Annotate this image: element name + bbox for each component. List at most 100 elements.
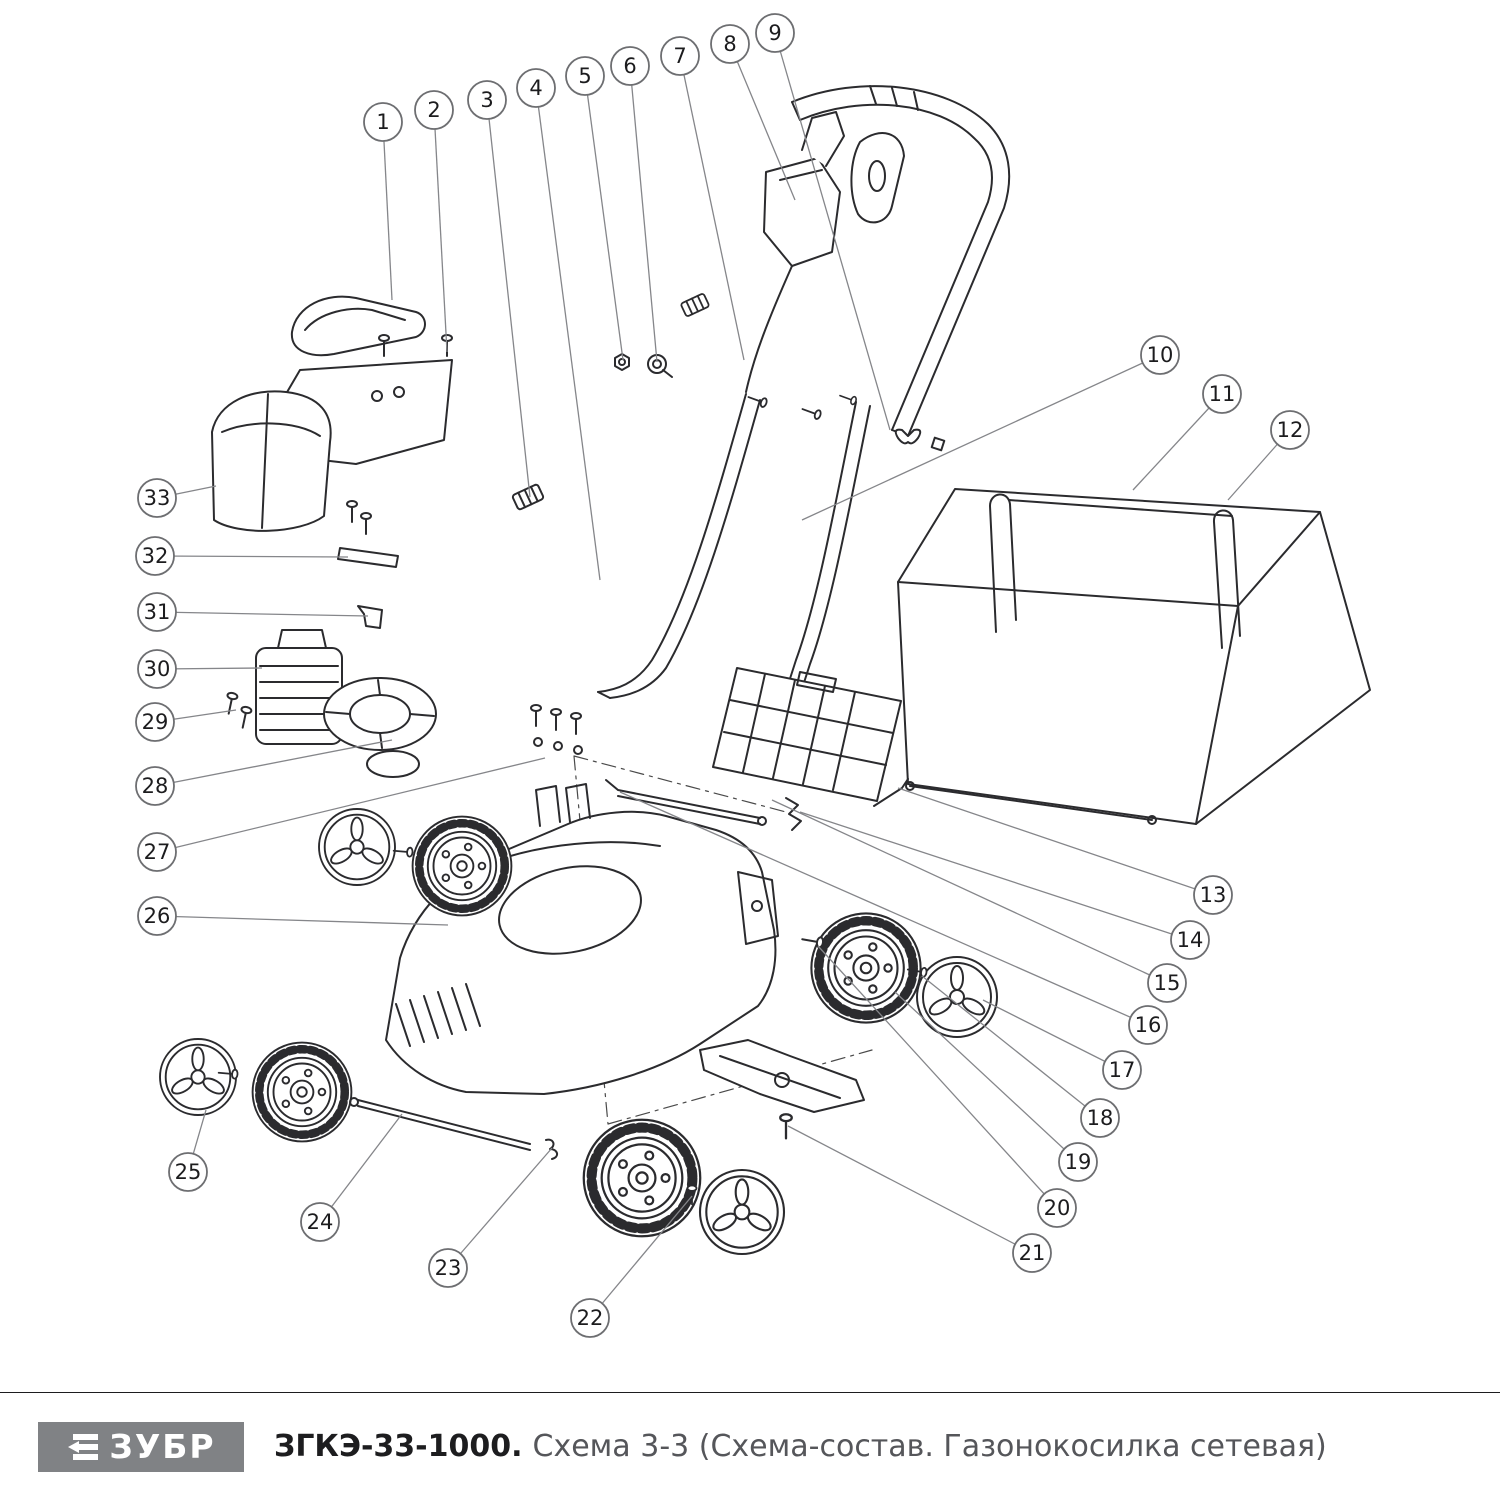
leader-line-2: [433, 109, 448, 353]
callout-33: 33: [137, 478, 177, 518]
callout-17: 17: [1102, 1050, 1142, 1090]
leader-line-27: [156, 757, 546, 853]
callout-number-11: 11: [1209, 382, 1236, 406]
callout-13: 13: [1193, 875, 1233, 915]
leader-line-10: [801, 354, 1161, 521]
leader-line-28: [154, 739, 393, 787]
callout-circle-19: [1058, 1142, 1098, 1182]
callout-22: 22: [570, 1298, 610, 1338]
leader-line-22: [589, 1195, 693, 1319]
motor-fan-assembly: [222, 629, 437, 778]
leader-line-24: [319, 1113, 403, 1223]
callout-number-18: 18: [1087, 1106, 1114, 1130]
leader-line-1: [382, 121, 393, 301]
callout-circle-33: [137, 478, 177, 518]
callout-leader-lines: [154, 32, 1291, 1319]
callout-circle-1: [363, 102, 403, 142]
callout-circle-23: [428, 1248, 468, 1288]
callout-number-21: 21: [1019, 1241, 1046, 1265]
callout-19: 19: [1058, 1142, 1098, 1182]
callout-number-22: 22: [577, 1306, 604, 1330]
leader-line-9: [774, 32, 891, 431]
model-number: ЗГКЭ-33-1000.: [274, 1429, 523, 1464]
callout-number-25: 25: [175, 1160, 202, 1184]
diagram-title: ЗГКЭ-33-1000. Схема 3-3 (Схема-состав. Га…: [274, 1429, 1327, 1464]
callout-number-17: 17: [1109, 1058, 1136, 1082]
leader-line-4: [535, 87, 601, 581]
leader-line-31: [156, 611, 369, 617]
callout-circle-3: [467, 80, 507, 120]
callout-circle-17: [1102, 1050, 1142, 1090]
callout-circle-21: [1012, 1233, 1052, 1273]
callout-circle-27: [137, 832, 177, 872]
callout-4: 4: [516, 68, 556, 108]
callout-number-8: 8: [723, 32, 736, 56]
callout-12: 12: [1270, 410, 1310, 450]
callout-circle-10: [1140, 335, 1180, 375]
leader-line-3: [486, 99, 531, 498]
callout-21: 21: [1012, 1233, 1052, 1273]
callout-16: 16: [1128, 1005, 1168, 1045]
callout-9: 9: [755, 13, 795, 53]
callout-number-20: 20: [1044, 1196, 1071, 1220]
callout-circle-26: [137, 896, 177, 936]
leader-line-8: [729, 43, 796, 201]
callout-circle-11: [1202, 374, 1242, 414]
callout-circle-20: [1037, 1188, 1077, 1228]
callout-circle-16: [1128, 1005, 1168, 1045]
leader-line-19: [894, 991, 1079, 1163]
callout-number-5: 5: [578, 64, 591, 88]
leader-line-21: [787, 1125, 1033, 1254]
callout-number-2: 2: [427, 98, 440, 122]
callout-number-19: 19: [1065, 1150, 1092, 1174]
callout-30: 30: [137, 649, 177, 689]
callout-number-4: 4: [529, 76, 542, 100]
callout-15: 15: [1147, 963, 1187, 1003]
callout-32: 32: [135, 536, 175, 576]
callout-number-14: 14: [1177, 928, 1204, 952]
callout-circle-32: [135, 536, 175, 576]
callout-circle-7: [660, 36, 700, 76]
leader-line-23: [447, 1147, 553, 1269]
callout-number-27: 27: [144, 840, 171, 864]
zubr-logo: ЗУБР: [38, 1421, 244, 1472]
callout-number-16: 16: [1135, 1013, 1162, 1037]
callout-8: 8: [710, 24, 750, 64]
callout-circle-24: [300, 1202, 340, 1242]
callout-circle-31: [137, 592, 177, 632]
exploded-view-diagram: 1234567891011121314151617181920212223242…: [135, 13, 1371, 1338]
callout-28: 28: [135, 766, 175, 806]
leader-line-11: [1132, 393, 1223, 491]
callout-circle-29: [135, 702, 175, 742]
callout-27: 27: [137, 832, 177, 872]
callout-circle-25: [168, 1152, 208, 1192]
callout-circle-5: [565, 56, 605, 96]
callout-circle-2: [414, 90, 454, 130]
callout-18: 18: [1080, 1098, 1120, 1138]
grass-bag: [897, 488, 1371, 825]
callout-circle-8: [710, 24, 750, 64]
callout-number-1: 1: [376, 110, 389, 134]
callout-circle-12: [1270, 410, 1310, 450]
callout-circle-18: [1080, 1098, 1120, 1138]
leader-line-16: [619, 791, 1149, 1026]
callout-2: 2: [414, 90, 454, 130]
callout-circle-14: [1170, 920, 1210, 960]
blade: [699, 1039, 865, 1140]
callout-24: 24: [300, 1202, 340, 1242]
scheme-name: Схема 3-3 (Схема-состав. Газонокосилка с…: [532, 1429, 1327, 1464]
callout-5: 5: [565, 56, 605, 96]
footer: ЗУБР ЗГКЭ-33-1000. Схема 3-3 (Схема-соста…: [0, 1392, 1500, 1500]
leader-line-14: [799, 811, 1191, 941]
callout-7: 7: [660, 36, 700, 76]
callout-number-29: 29: [142, 710, 169, 734]
callout-29: 29: [135, 702, 175, 742]
callout-number-9: 9: [768, 21, 781, 45]
leader-line-5: [584, 75, 624, 361]
callout-number-28: 28: [142, 774, 169, 798]
callout-number-10: 10: [1147, 343, 1174, 367]
callout-circle-30: [137, 649, 177, 689]
leader-line-32: [154, 555, 349, 558]
callout-20: 20: [1037, 1188, 1077, 1228]
